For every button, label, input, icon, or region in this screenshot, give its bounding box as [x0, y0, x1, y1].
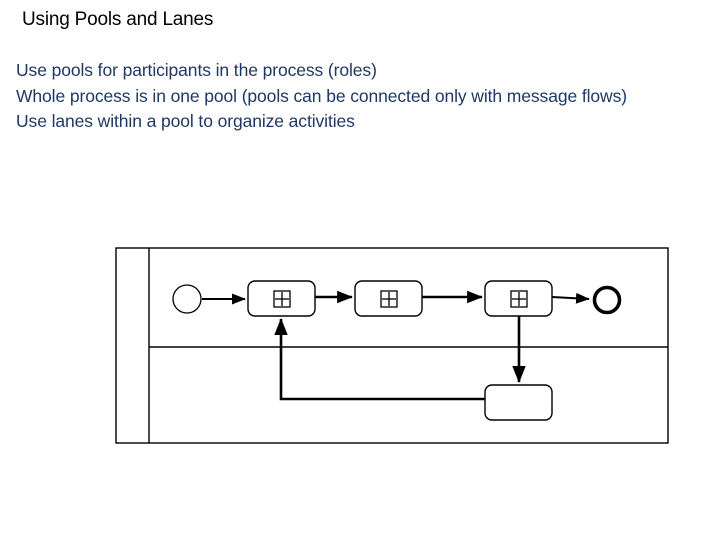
sub-process-plus-icon-2: [380, 290, 398, 308]
start-event[interactable]: [172, 284, 202, 314]
flow-task-4-to-task-1[interactable]: [274, 317, 485, 401]
end-event[interactable]: [592, 285, 622, 315]
bullet-line-3: Use lanes within a pool to organize acti…: [16, 111, 355, 131]
sub-process-plus-icon-1: [273, 290, 291, 308]
flow-task-3-to-end[interactable]: [551, 292, 590, 304]
page-title: Using Pools and Lanes: [22, 9, 214, 30]
slide-body-text: Use pools for participants in the proces…: [16, 58, 706, 135]
bullet-line-2: Whole process is in one pool (pools can …: [16, 85, 627, 106]
task-3[interactable]: [484, 280, 553, 317]
bullet-line-1: Use pools for participants in the proces…: [16, 60, 377, 80]
task-1[interactable]: [247, 280, 316, 317]
task-2[interactable]: [354, 280, 423, 317]
task-4[interactable]: [484, 384, 553, 421]
sub-process-plus-icon-3: [510, 290, 528, 308]
pool-frame[interactable]: [115, 247, 669, 444]
